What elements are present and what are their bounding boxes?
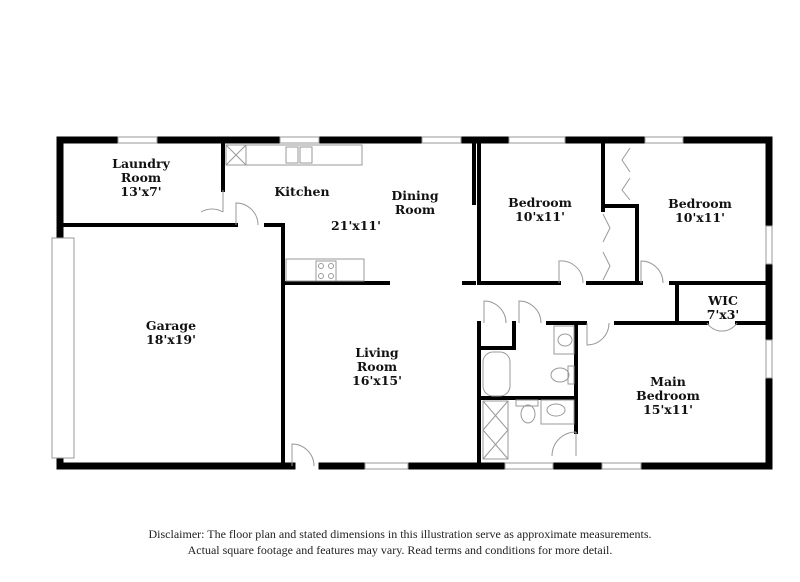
room-name: WIC — [708, 293, 738, 308]
disclaimer: Disclaimer: The floor plan and stated di… — [0, 526, 800, 558]
room-dimensions: 10'x11' — [675, 210, 725, 225]
fixtures — [225, 144, 575, 460]
doors — [200, 147, 738, 467]
room-label-living: Living Room 16'x15' — [352, 346, 402, 388]
room-dimensions: 7'x3' — [706, 307, 740, 322]
room-label-laundry: Laundry Room 13'x7' — [112, 157, 170, 199]
room-name: Main — [650, 374, 686, 389]
room-name: Kitchen — [274, 184, 330, 199]
room-dimensions: 10'x11' — [515, 209, 565, 224]
kitchen-dining-dimensions: 21'x11' — [331, 219, 381, 233]
room-name: Room — [394, 202, 436, 217]
room-label-garage: Garage 18'x19' — [146, 319, 196, 347]
room-dimensions: 13'x7' — [120, 184, 162, 199]
room-name: Room — [356, 359, 398, 374]
room-name: Dining — [391, 188, 439, 203]
windows — [51, 136, 773, 470]
room-label-main-bedroom: Main Bedroom 15'x11' — [636, 375, 700, 417]
room-name: Room — [120, 170, 162, 185]
room-label-kitchen: Kitchen — [274, 185, 329, 199]
disclaimer-line-1: Disclaimer: The floor plan and stated di… — [148, 527, 652, 541]
room-dimensions: 16'x15' — [352, 373, 402, 388]
room-label-wic: WIC 7'x3' — [707, 294, 740, 322]
room-name: Garage — [145, 318, 197, 333]
room-name: Living — [355, 345, 399, 360]
room-name: Bedroom — [668, 196, 732, 211]
room-dimensions: 18'x19' — [146, 332, 196, 347]
room-label-bedroom-2: Bedroom 10'x11' — [668, 197, 732, 225]
room-label-dining: Dining Room — [391, 189, 438, 217]
room-dimensions: 15'x11' — [643, 402, 693, 417]
room-name: Bedroom — [508, 195, 572, 210]
interior-walls — [60, 140, 769, 466]
room-name: Bedroom — [636, 388, 700, 403]
room-dimensions: 21'x11' — [331, 218, 381, 233]
room-label-bedroom-1: Bedroom 10'x11' — [508, 196, 572, 224]
disclaimer-line-2: Actual square footage and features may v… — [187, 543, 613, 557]
room-name: Laundry — [112, 156, 170, 171]
